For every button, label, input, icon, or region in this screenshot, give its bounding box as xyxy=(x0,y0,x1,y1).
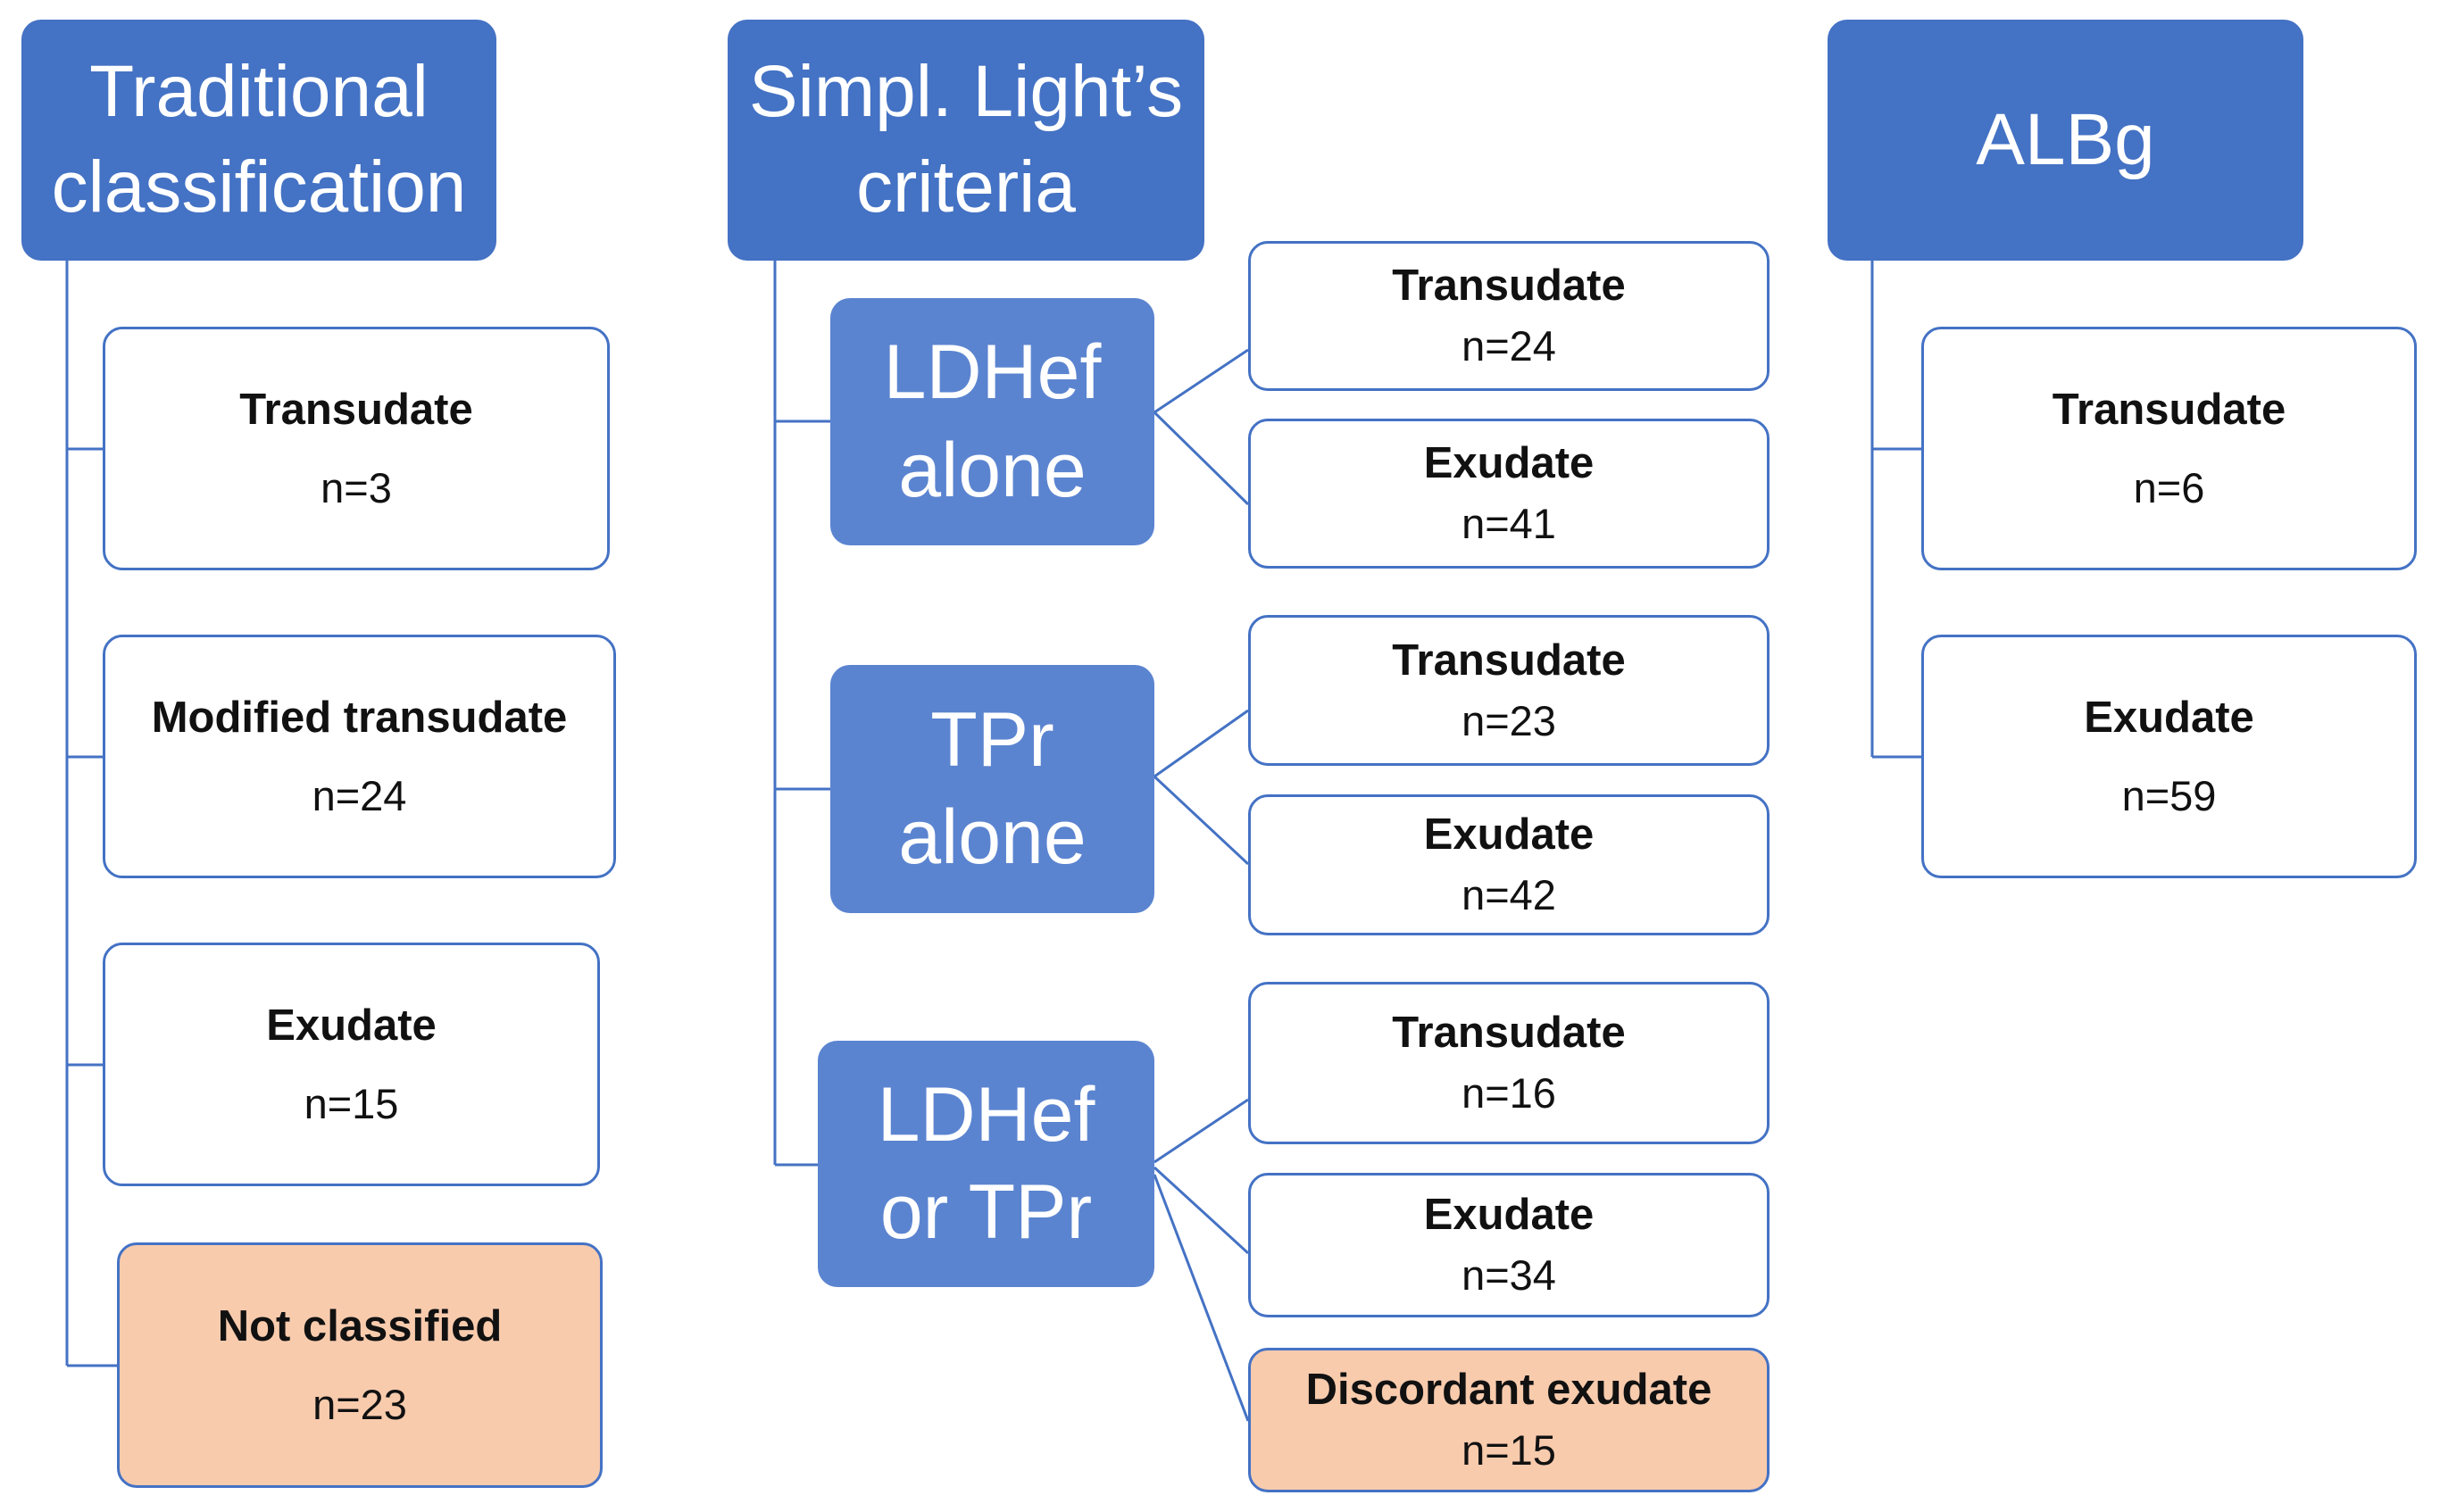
leaf-count: n=42 xyxy=(1462,871,1556,919)
tpr-fan-line xyxy=(1153,775,1250,866)
traditional-exudate-box: Exudate n=15 xyxy=(103,943,600,1186)
ldhef-or-tpr-discordant-exudate-box: Discordant exudate n=15 xyxy=(1248,1348,1770,1492)
leaf-label: Modified transudate xyxy=(151,693,568,742)
group-line: LDHef xyxy=(877,1071,1095,1158)
leaf-count: n=34 xyxy=(1462,1251,1556,1300)
header-line: criteria xyxy=(855,146,1077,228)
group-line: LDHef xyxy=(883,329,1102,416)
leaf-count: n=23 xyxy=(1462,696,1556,744)
traditional-not-classified-box: Not classified n=23 xyxy=(117,1242,603,1488)
leaf-count: n=23 xyxy=(312,1380,407,1428)
leaf-count: n=41 xyxy=(1462,500,1556,548)
group-line: alone xyxy=(898,794,1087,880)
ldhef-fan-line xyxy=(1153,411,1250,506)
leaf-label: Exudate xyxy=(266,1001,437,1050)
tpr-transudate-box: Transudate n=23 xyxy=(1248,615,1770,766)
group-line: or TPr xyxy=(879,1169,1093,1255)
leaf-count: n=16 xyxy=(1462,1069,1556,1117)
albg-transudate-box: Transudate n=6 xyxy=(1921,327,2417,570)
leaf-label: Exudate xyxy=(1423,439,1595,488)
leaf-count: n=59 xyxy=(2121,771,2217,819)
leaf-count: n=15 xyxy=(1462,1426,1556,1475)
lights-criteria-header: Simpl. Light’s criteria xyxy=(728,20,1204,261)
leaf-count: n=24 xyxy=(312,771,407,819)
ldhef-or-tpr-fan-line xyxy=(1153,1174,1250,1422)
ldhef-exudate-box: Exudate n=41 xyxy=(1248,419,1770,569)
leaf-label: Not classified xyxy=(217,1301,503,1350)
ldhef-or-tpr-fan-line xyxy=(1153,1166,1250,1255)
group-line: alone xyxy=(898,427,1087,513)
traditional-classification-header: Traditional classification xyxy=(21,20,496,261)
ldhef-or-tpr-exudate-box: Exudate n=34 xyxy=(1248,1173,1770,1317)
header-line: classification xyxy=(51,146,467,228)
leaf-count: n=24 xyxy=(1462,322,1556,370)
leaf-label: Exudate xyxy=(1423,810,1595,860)
leaf-label: Transudate xyxy=(1392,262,1626,311)
leaf-label: Transudate xyxy=(2052,385,2286,434)
leaf-count: n=15 xyxy=(304,1079,399,1127)
header-line: Simpl. Light’s xyxy=(748,51,1184,133)
traditional-modified-transudate-box: Modified transudate n=24 xyxy=(103,635,616,878)
leaf-label: Exudate xyxy=(1423,1191,1595,1240)
ldhef-fan-line xyxy=(1153,348,1249,414)
header-line: Traditional xyxy=(89,51,429,133)
ldhef-transudate-box: Transudate n=24 xyxy=(1248,241,1770,391)
ldhef-or-tpr-transudate-box: Transudate n=16 xyxy=(1248,982,1770,1144)
leaf-label: Transudate xyxy=(1392,636,1626,685)
leaf-count: n=3 xyxy=(321,463,392,511)
ldhef-or-tpr-group: LDHef or TPr xyxy=(818,1041,1154,1287)
albg-header: ALBg xyxy=(1828,20,2303,261)
tpr-fan-line xyxy=(1153,709,1249,778)
leaf-label: Transudate xyxy=(239,385,473,434)
albg-exudate-box: Exudate n=59 xyxy=(1921,635,2417,878)
leaf-label: Exudate xyxy=(2084,693,2254,742)
tpr-alone-group: TPr alone xyxy=(830,665,1154,913)
tpr-exudate-box: Exudate n=42 xyxy=(1248,794,1770,935)
header-line: ALBg xyxy=(1976,98,2155,180)
ldhef-or-tpr-fan-line xyxy=(1153,1098,1249,1164)
leaf-count: n=6 xyxy=(2133,463,2205,511)
traditional-transudate-box: Transudate n=3 xyxy=(103,327,610,570)
ldhef-alone-group: LDHef alone xyxy=(830,298,1154,545)
leaf-label: Transudate xyxy=(1392,1009,1626,1058)
group-line: TPr xyxy=(930,696,1054,783)
leaf-label: Discordant exudate xyxy=(1305,1366,1712,1415)
